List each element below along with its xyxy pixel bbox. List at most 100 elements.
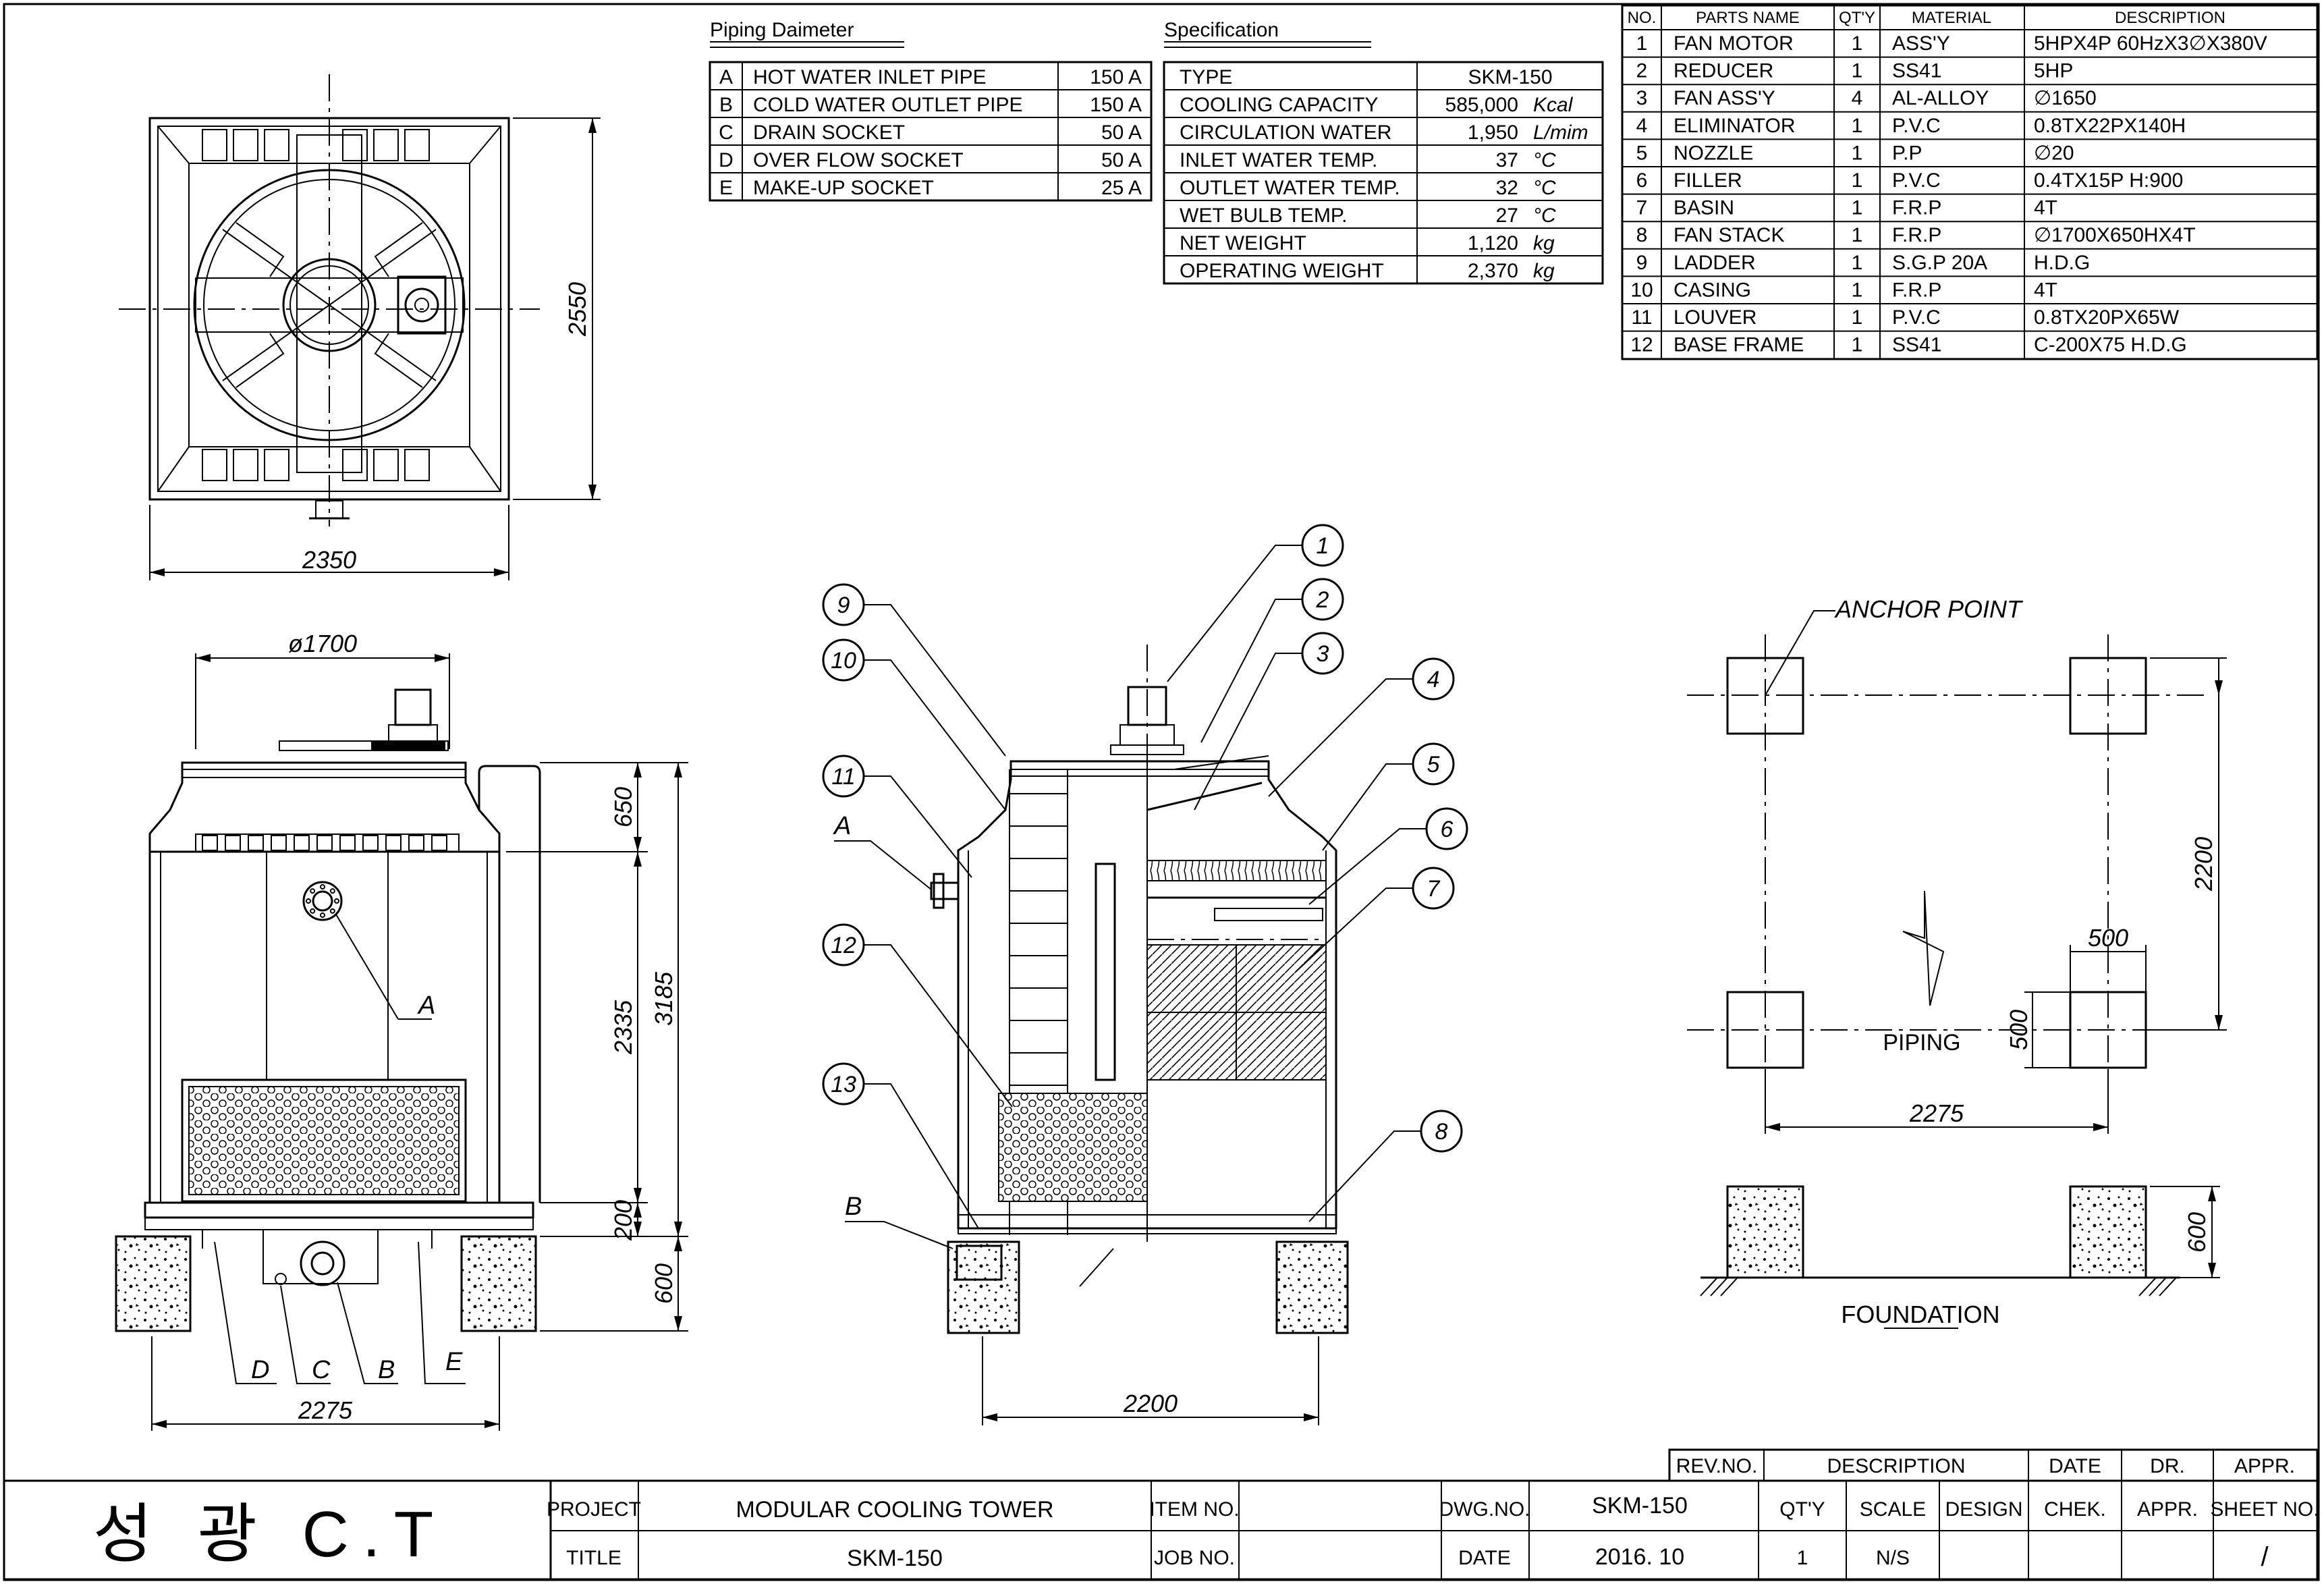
piping-name: MAKE-UP SOCKET [753,177,934,199]
parts-cell: P.V.C [1892,169,1941,192]
part-balloon-number: 1 [1317,533,1329,559]
scale-label: SCALE [1860,1498,1926,1521]
spec-unit: °C [1533,149,1556,171]
spec-name: CIRCULATION WATER [1180,121,1391,144]
parts-cell: REDUCER [1673,60,1773,82]
parts-cell: F.R.P [1892,224,1941,246]
parts-cell: 1 [1852,224,1863,246]
dim-650: 650 [609,787,637,827]
part-balloon-number: 4 [1427,667,1440,692]
parts-header: NO. [1628,9,1657,27]
part-balloon-number: 9 [837,593,850,618]
dim-front-width: 2275 [298,1396,353,1424]
parts-cell: P.V.C [1892,306,1941,329]
spec-unit: Kcal [1533,94,1574,116]
part-balloon-number: 12 [831,933,856,958]
top-view: 2350 2550 [119,74,601,580]
parts-cell: 1 [1852,197,1863,219]
appr-label: APPR. [2137,1498,2198,1521]
parts-cell: 4T [2034,197,2057,219]
label-E: E [445,1348,463,1376]
part-balloon-number: 10 [831,648,856,674]
project-value: MODULAR COOLING TOWER [736,1497,1053,1523]
spec-name: NET WEIGHT [1180,232,1306,254]
project-label: PROJECT [547,1498,641,1521]
job-no-label: JOB NO. [1154,1547,1235,1569]
front-view: ø1700 A [115,630,688,1431]
part-balloon-number: 8 [1435,1119,1448,1145]
sheet-border [3,3,2320,1581]
label-B-front: B [378,1356,395,1384]
dim-found-2275: 2275 [1909,1099,1964,1127]
piping-name: COLD WATER OUTLET PIPE [753,94,1023,116]
title-block: REV.NO. DESCRIPTION DATE DR. APPR. 성 광 C… [3,1448,2319,1581]
spec-value: 1,120 [1468,232,1518,254]
piping-size: 50 A [1101,149,1142,171]
piping-size: 50 A [1101,121,1142,144]
rev-date-label: DATE [2049,1455,2101,1477]
dim-found-500a: 500 [2088,924,2128,952]
piping-key: B [719,94,733,116]
parts-cell: FAN STACK [1673,224,1784,246]
dim-top-width: 2350 [302,546,356,574]
parts-cell: FAN MOTOR [1673,32,1794,55]
dim-3185: 3185 [650,971,677,1026]
parts-cell: 10 [1630,279,1653,301]
parts-cell: BASE FRAME [1673,334,1804,356]
piping-key: A [719,66,733,88]
rev-dr-label: DR. [2150,1455,2185,1477]
parts-cell: 4 [1852,87,1863,109]
piping-key: D [719,149,734,171]
parts-cell: 11 [1631,306,1652,329]
dim-600: 600 [650,1263,677,1304]
dim-found-2200: 2200 [2190,837,2217,892]
dim-found-500b: 500 [2005,1010,2032,1050]
dim-2335: 2335 [609,1000,637,1055]
parts-cell: ASS'Y [1892,32,1950,55]
dim-200: 200 [609,1200,637,1241]
date-value: 2016. 10 [1595,1544,1684,1570]
parts-header: DESCRIPTION [2115,9,2225,27]
spec-unit: kg [1533,232,1555,254]
spec-value: 27 [1496,204,1518,227]
spec-title: Specification [1164,19,1279,41]
parts-cell: 4T [2034,279,2057,301]
dim-top-height: 2550 [563,282,591,337]
part-balloon-number: 6 [1441,817,1454,842]
parts-cell: F.R.P [1892,197,1941,219]
parts-cell: 1 [1852,32,1863,55]
parts-cell: 1 [1852,60,1863,82]
label-anchor: ANCHOR POINT [1834,595,2024,623]
design-label: DESIGN [1945,1498,2022,1521]
parts-cell: 5HPX4P 60HzX3∅X380V [2034,32,2267,55]
parts-cell: ∅20 [2034,142,2074,164]
label-B-side: B [845,1193,862,1221]
piping-size: 150 A [1090,94,1142,116]
parts-cell: 4 [1636,115,1648,137]
label-A-front: A [417,991,435,1020]
parts-cell: 2 [1636,60,1648,82]
company-logo: 성 광 C.T [93,1498,447,1571]
dim-side-width: 2200 [1123,1390,1178,1417]
part-balloon-number: 5 [1427,752,1440,777]
rev-desc-label: DESCRIPTION [1827,1455,1965,1477]
spec-unit: °C [1533,204,1556,227]
spec-name: WET BULB TEMP. [1180,204,1347,227]
parts-cell: 1 [1636,32,1648,55]
parts-header: PARTS NAME [1696,9,1800,27]
piping-name: HOT WATER INLET PIPE [753,66,987,88]
label-piping: PIPING [1883,1030,1960,1056]
parts-cell: 1 [1852,115,1863,137]
part-balloon-number: 7 [1427,876,1441,902]
parts-cell: ∅1650 [2034,87,2097,109]
part-balloon-number: 11 [831,764,855,790]
parts-cell: 7 [1636,197,1648,219]
parts-cell: CASING [1673,279,1751,301]
parts-cell: ∅1700X650HX4T [2034,224,2196,246]
parts-cell: 3 [1636,87,1648,109]
spec-name: TYPE [1180,66,1232,88]
spec-name: OUTLET WATER TEMP. [1180,177,1400,199]
